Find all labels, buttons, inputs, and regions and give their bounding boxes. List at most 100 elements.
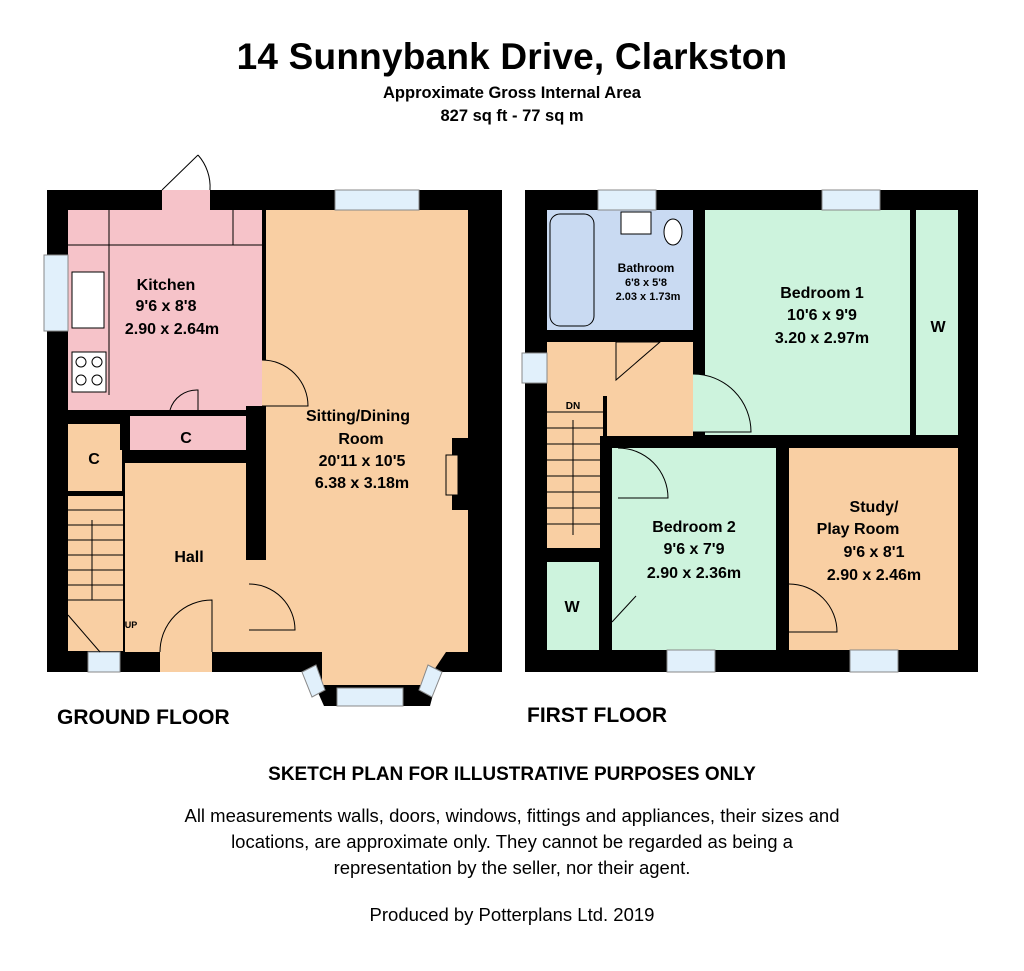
bathroom-name: Bathroom bbox=[618, 261, 675, 275]
landing-stairs bbox=[547, 396, 605, 548]
producer-credit: Produced by Potterplans Ltd. 2019 bbox=[369, 904, 655, 925]
cupboard-door-arc bbox=[169, 389, 199, 416]
wall bbox=[547, 548, 612, 562]
bedroom2-metric: 2.90 x 2.36m bbox=[647, 565, 741, 582]
ground-floor-label: GROUND FLOOR bbox=[57, 706, 230, 729]
wall bbox=[124, 450, 249, 463]
hall-name: Hall bbox=[174, 549, 203, 566]
disclaimer-heading: SKETCH PLAN FOR ILLUSTRATIVE PURPOSES ON… bbox=[268, 764, 756, 785]
kitchen-cupboard bbox=[130, 416, 249, 450]
disclaimer-line: locations, are approximate only. They ca… bbox=[231, 831, 793, 852]
study-metric: 2.90 x 2.46m bbox=[827, 567, 921, 584]
hall-door-arc bbox=[248, 583, 296, 631]
bathroom-imperial: 6'8 x 5'8 bbox=[625, 277, 667, 289]
disclaimer-text: All measurements walls, doors, windows, … bbox=[130, 803, 894, 881]
bay-window-left bbox=[301, 664, 326, 698]
first-floor-stairs bbox=[547, 411, 603, 535]
bay-window-front bbox=[336, 687, 404, 707]
ground-floor-plan: Kitchen 9'6 x 8'8 2.90 x 2.64m C C Sitti… bbox=[43, 154, 502, 707]
wall bbox=[68, 410, 130, 424]
sitting-metric: 6.38 x 3.18m bbox=[315, 475, 409, 492]
bay-floor bbox=[322, 360, 468, 685]
hob-ring-icon bbox=[91, 356, 103, 368]
kitchen-metric: 2.90 x 2.64m bbox=[125, 321, 219, 338]
hearth bbox=[445, 454, 459, 496]
sitting-imperial: 20'11 x 10'5 bbox=[319, 453, 406, 470]
bath-icon bbox=[549, 213, 595, 327]
wardrobe1-room bbox=[916, 210, 958, 435]
sitting-window-top bbox=[334, 189, 420, 211]
kitchen-window-side bbox=[43, 254, 69, 332]
sitting-room bbox=[262, 210, 468, 652]
wall bbox=[776, 448, 789, 650]
study-name-line2: Play Room bbox=[817, 521, 900, 538]
back-door-leaf bbox=[161, 154, 199, 191]
bedroom2-imperial: 9'6 x 7'9 bbox=[664, 541, 725, 558]
hall-cupboard-label: C bbox=[88, 451, 100, 468]
stairs-down-label: DN bbox=[566, 401, 580, 412]
hob-ring-icon bbox=[75, 374, 87, 386]
first-floor-label: FIRST FLOOR bbox=[527, 704, 667, 727]
area-heading: Approximate Gross Internal Area bbox=[383, 84, 641, 102]
first-floor-plan: Bathroom 6'8 x 5'8 2.03 x 1.73m Bedroom … bbox=[521, 189, 978, 673]
wardrobe2-room bbox=[547, 562, 599, 650]
back-door-arc bbox=[197, 154, 211, 191]
wardrobe2-door bbox=[611, 595, 637, 623]
bay-window-right bbox=[418, 664, 443, 698]
sink-icon bbox=[71, 271, 105, 329]
wall bbox=[120, 424, 130, 450]
stairs-up-label: UP bbox=[125, 620, 138, 630]
bathroom-metric: 2.03 x 1.73m bbox=[616, 291, 681, 303]
property-title: 14 Sunnybank Drive, Clarkston bbox=[236, 36, 788, 77]
wall bbox=[547, 330, 693, 342]
front-door-opening bbox=[160, 652, 212, 672]
bathroom-door bbox=[615, 341, 662, 382]
wall bbox=[246, 406, 266, 560]
bedroom1-window bbox=[821, 189, 881, 211]
wall bbox=[910, 210, 916, 435]
hall-cupboard bbox=[68, 424, 122, 491]
study-window bbox=[849, 649, 899, 673]
kitchen-imperial: 9'6 x 8'8 bbox=[136, 298, 197, 315]
hob-ring-icon bbox=[91, 374, 103, 386]
study-door bbox=[788, 583, 838, 633]
toilet-icon bbox=[663, 218, 683, 246]
disclaimer-line: representation by the seller, nor their … bbox=[333, 857, 691, 878]
kitchen-cupboard-label: C bbox=[180, 430, 192, 447]
bedroom1-metric: 3.20 x 2.97m bbox=[775, 330, 869, 347]
study-room bbox=[789, 448, 958, 650]
wall bbox=[68, 491, 124, 496]
wardrobe2-label: W bbox=[564, 599, 580, 616]
basin-icon bbox=[620, 211, 652, 235]
sitting-name-line1: Sitting/Dining bbox=[306, 408, 410, 425]
ground-stairs bbox=[67, 509, 124, 653]
wall bbox=[262, 210, 266, 360]
hall-window bbox=[87, 651, 121, 673]
bedroom1-imperial: 10'6 x 9'9 bbox=[787, 307, 857, 324]
bedroom1-name: Bedroom 1 bbox=[780, 285, 864, 302]
sitting-door-arc bbox=[261, 359, 309, 407]
bedroom1-door bbox=[692, 373, 752, 433]
area-value: 827 sq ft - 77 sq m bbox=[440, 107, 584, 125]
bathroom-window bbox=[597, 189, 657, 211]
hall-room bbox=[124, 463, 249, 652]
hob-ring-icon bbox=[75, 356, 87, 368]
hob-icon bbox=[71, 351, 107, 393]
study-imperial: 9'6 x 8'1 bbox=[844, 544, 905, 561]
wardrobe1-label: W bbox=[930, 319, 946, 336]
wall bbox=[600, 436, 958, 448]
landing-window bbox=[521, 352, 548, 384]
hall-stairs-area bbox=[68, 496, 124, 651]
bedroom2-name: Bedroom 2 bbox=[652, 519, 736, 536]
hall-sitting-opening bbox=[249, 560, 262, 652]
front-door-arc bbox=[159, 599, 213, 653]
bedroom2-door bbox=[617, 447, 669, 499]
study-name-line1: Study/ bbox=[850, 499, 899, 516]
kitchen-name: Kitchen bbox=[137, 277, 196, 294]
bedroom2-window bbox=[666, 649, 716, 673]
back-door-opening bbox=[162, 190, 210, 210]
wall bbox=[198, 410, 262, 416]
disclaimer-line: All measurements walls, doors, windows, … bbox=[184, 805, 840, 826]
sitting-name-line2: Room bbox=[338, 431, 383, 448]
